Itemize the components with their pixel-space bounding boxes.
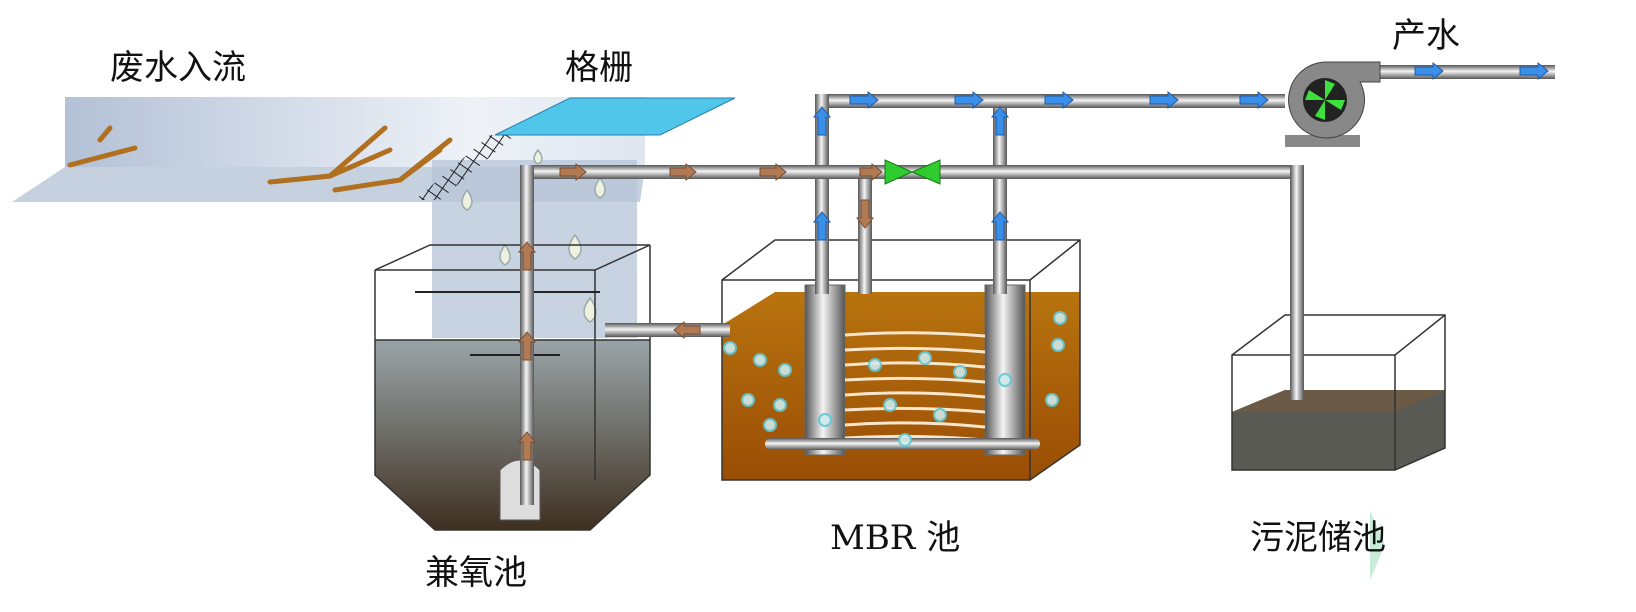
sludge-tank-label: 污泥储池 bbox=[1250, 518, 1386, 558]
bar-screen bbox=[415, 97, 736, 200]
mbr-tank bbox=[721, 239, 1081, 481]
debris-icon bbox=[67, 125, 453, 193]
permeate-flow-arrows bbox=[812, 61, 1549, 241]
valve-icon bbox=[884, 159, 941, 185]
mbr-tank-label: MBR 池 bbox=[830, 518, 961, 558]
decorative-triangle bbox=[1370, 510, 1385, 580]
sludge-tank bbox=[1231, 314, 1446, 471]
membrane-module bbox=[804, 284, 1026, 456]
falling-water bbox=[432, 160, 637, 338]
product-water-label: 产水 bbox=[1392, 16, 1460, 56]
screen-label: 格栅 bbox=[565, 48, 633, 88]
suction-pump-icon bbox=[1285, 61, 1381, 147]
water-drops bbox=[461, 148, 606, 323]
inflow-label: 废水入流 bbox=[110, 48, 246, 88]
return-flow-arrows bbox=[517, 162, 883, 461]
air-bubbles bbox=[723, 311, 1067, 447]
anoxic-tank-label: 兼氧池 bbox=[425, 553, 527, 593]
